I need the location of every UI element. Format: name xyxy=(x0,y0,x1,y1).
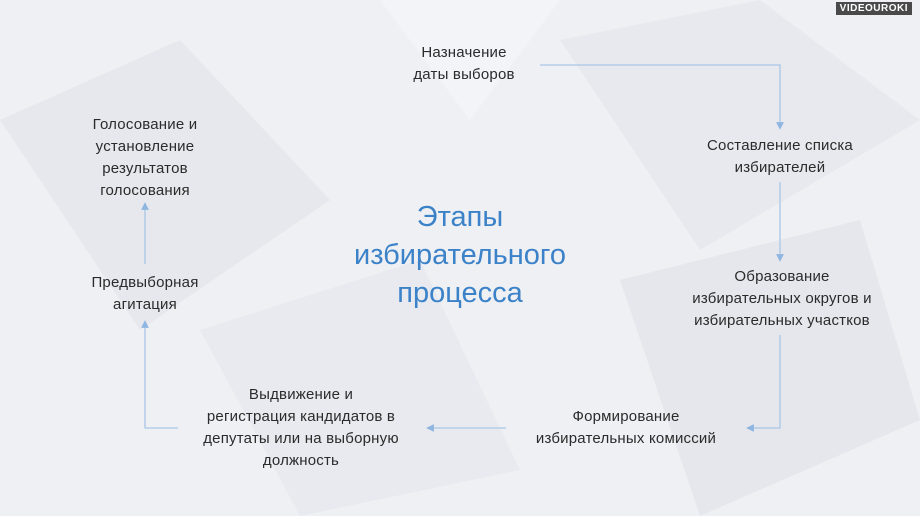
arrow-5-6 xyxy=(141,320,178,429)
stage-setting-election-date: Назначение даты выборов xyxy=(384,42,544,86)
stage-line: избирательных округов и xyxy=(692,290,872,307)
diagram-title: Этапы избирательного процесса xyxy=(280,198,640,312)
stage-line: Предвыборная xyxy=(91,274,199,291)
stage-line: Составление списка xyxy=(707,137,853,154)
stage-election-commissions: Формирование избирательных комиссий xyxy=(506,406,746,450)
title-line: Этапы xyxy=(416,201,504,233)
stage-line: Голосование и xyxy=(92,116,198,133)
arrow-3-4 xyxy=(746,335,781,432)
stage-line: регистрация кандидатов в xyxy=(206,408,396,425)
title-line: избирательного xyxy=(354,239,566,271)
stage-line: избирателей xyxy=(734,159,826,176)
stage-line: избирательных комиссий xyxy=(535,430,717,447)
stage-voter-list: Составление списка избирателей xyxy=(680,135,880,179)
stage-line: Назначение xyxy=(421,44,507,61)
stage-line: Выдвижение и xyxy=(248,386,354,403)
videouroki-logo: VIDEOUROKI xyxy=(835,2,912,15)
stage-campaigning: Предвыборная агитация xyxy=(60,272,230,316)
stage-line: Образование xyxy=(734,268,830,285)
stage-line: установление xyxy=(95,138,195,155)
stage-line: Формирование xyxy=(572,408,680,425)
title-line: процесса xyxy=(397,277,523,309)
stage-line: избирательных участков xyxy=(694,312,870,329)
stage-voting-and-results: Голосование и установление результатов г… xyxy=(60,114,230,202)
stage-line: даты выборов xyxy=(413,66,515,83)
stage-line: агитация xyxy=(113,296,177,313)
stage-line: должность xyxy=(262,452,340,469)
arrow-1-2 xyxy=(540,64,784,130)
stage-line: голосования xyxy=(100,182,190,199)
stage-candidate-registration: Выдвижение и регистрация кандидатов в де… xyxy=(176,384,426,472)
stage-line: депутаты или на выборную xyxy=(203,430,399,447)
stage-districts-and-precincts: Образование избирательных округов и изби… xyxy=(662,266,902,332)
stage-line: результатов xyxy=(102,160,188,177)
